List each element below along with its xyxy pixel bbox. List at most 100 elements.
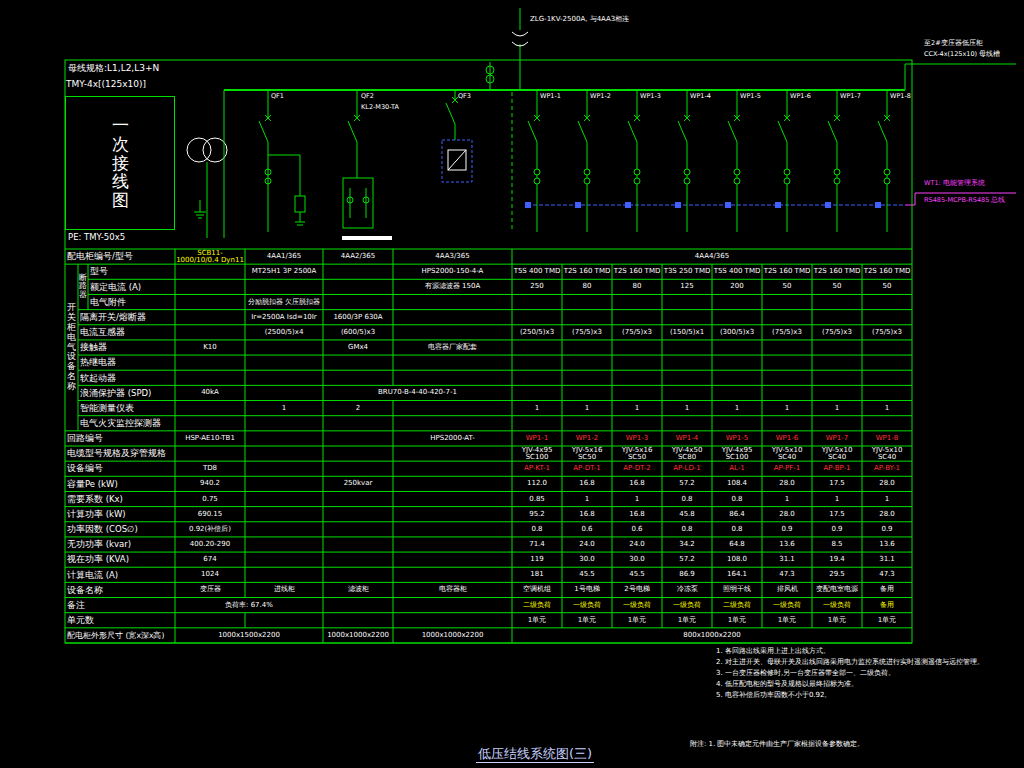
grid-line xyxy=(662,385,663,400)
table-cell: K10 xyxy=(176,344,244,351)
row-header: 设备编号 xyxy=(67,464,173,473)
grid-line xyxy=(762,613,763,628)
table-cell: WP1-7 xyxy=(813,435,861,442)
grid-line xyxy=(65,597,912,598)
current-transformer xyxy=(684,169,690,175)
row-header: 回路编号 xyxy=(67,434,173,443)
grid-line xyxy=(662,567,663,582)
note-line: 5. 电容补偿后功率因数不小于0.92。 xyxy=(716,691,1016,700)
grid-line xyxy=(862,325,863,340)
tie-coil xyxy=(486,66,494,74)
transformer-leads xyxy=(194,90,224,238)
feeder-breaker xyxy=(578,90,590,232)
table-cell: 1单元 xyxy=(813,617,861,624)
table-cell: 19.4 xyxy=(813,556,861,563)
table-cell: 有源滤波器 150A xyxy=(394,283,511,290)
table-cell: 47.3 xyxy=(863,571,911,578)
table-cell: AP-BP-1 xyxy=(813,465,861,472)
table-cell: 照明干线 xyxy=(713,586,761,593)
annotation: 母线规格:L1,L2,L3+N xyxy=(68,64,159,73)
grid-line xyxy=(78,370,912,371)
grid-line xyxy=(762,598,763,613)
grid-line xyxy=(762,461,763,476)
table-cell: AP-DT-1 xyxy=(563,465,611,472)
grid-line xyxy=(512,582,513,597)
table-cell: 滤波柜 xyxy=(324,586,392,593)
grid-line xyxy=(393,507,394,522)
grid-line xyxy=(762,522,763,537)
grid-line xyxy=(562,279,563,294)
grid-line xyxy=(762,416,763,431)
grid-line xyxy=(512,294,513,309)
grid-line xyxy=(812,279,813,294)
grid-line xyxy=(762,279,763,294)
table-cell: 1单元 xyxy=(563,617,611,624)
grid-line xyxy=(612,325,613,340)
grid-line xyxy=(562,325,563,340)
current-transformer xyxy=(534,178,540,184)
grid-line xyxy=(862,461,863,476)
grid-line xyxy=(393,522,394,537)
grid-line xyxy=(612,431,613,446)
table-cell: 28.0 xyxy=(763,511,811,518)
grid-line xyxy=(612,310,613,325)
note-line: 4. 低压配电柜的型号及规格以最终招标为准。 xyxy=(716,680,1016,689)
grid-line xyxy=(812,567,813,582)
table-cell: T2S 160 TMD xyxy=(863,268,911,275)
grid-line xyxy=(323,507,324,522)
grid-line xyxy=(393,461,394,476)
grid-line xyxy=(612,446,613,461)
grid-line xyxy=(862,294,863,309)
grid-line xyxy=(812,385,813,400)
table-cell: 8.5 xyxy=(813,541,861,548)
table-cell: 电容器柜 xyxy=(394,586,511,593)
grid-line xyxy=(245,431,246,446)
drawing-frame xyxy=(65,60,912,643)
table-cell: 0.9 xyxy=(813,526,861,533)
table-cell: WP1-8 xyxy=(863,435,911,442)
table-cell: 28.0 xyxy=(863,511,911,518)
grid-line xyxy=(323,537,324,552)
grid-line xyxy=(762,340,763,355)
grid-line xyxy=(393,340,394,355)
table-cell: 0.92(补偿后) xyxy=(176,526,244,533)
row-header: 配电柜编号/型号 xyxy=(67,252,173,261)
grid-line xyxy=(812,310,813,325)
grid-line xyxy=(78,264,79,431)
grid-line xyxy=(323,325,324,340)
feeder xyxy=(875,90,890,232)
grid-line xyxy=(78,415,912,416)
table-cell: 800x1000x2200 xyxy=(513,632,911,639)
grid-line xyxy=(393,613,394,628)
grid-line xyxy=(712,401,713,416)
annotation: PE: TMY-50x5 xyxy=(68,233,125,242)
grid-line xyxy=(393,416,394,431)
row-header: 浪涌保护器 (SPD) xyxy=(80,389,173,398)
table-cell: 变压器 xyxy=(176,586,244,593)
spd-symbol xyxy=(295,196,305,212)
row-header: 备注 xyxy=(67,601,173,610)
grid-line xyxy=(662,294,663,309)
annotation: WP1-4 xyxy=(690,93,711,100)
table-cell: 47.3 xyxy=(763,571,811,578)
grid-line xyxy=(812,416,813,431)
grid-line xyxy=(245,401,246,416)
meter-node xyxy=(725,202,731,208)
table-cell: 16.8 xyxy=(563,511,611,518)
grid-line xyxy=(712,431,713,446)
grid-line xyxy=(762,491,763,506)
grid-line xyxy=(65,582,912,583)
table-cell: MT25H1 3P 2500A xyxy=(246,268,322,275)
table-cell: (2500/5)x4 xyxy=(246,329,322,336)
grid-line xyxy=(393,264,394,279)
grid-line xyxy=(712,507,713,522)
table-cell: AP-DT-2 xyxy=(613,465,661,472)
transformer-winding xyxy=(187,138,211,162)
table-cell: 1 xyxy=(713,405,761,412)
filter-unit xyxy=(343,178,373,228)
table-cell: 28.0 xyxy=(863,480,911,487)
row-header: 接触器 xyxy=(80,343,173,352)
table-cell: (75/5)x3 xyxy=(863,329,911,336)
table-cell: T2S 160 TMD xyxy=(563,268,611,275)
